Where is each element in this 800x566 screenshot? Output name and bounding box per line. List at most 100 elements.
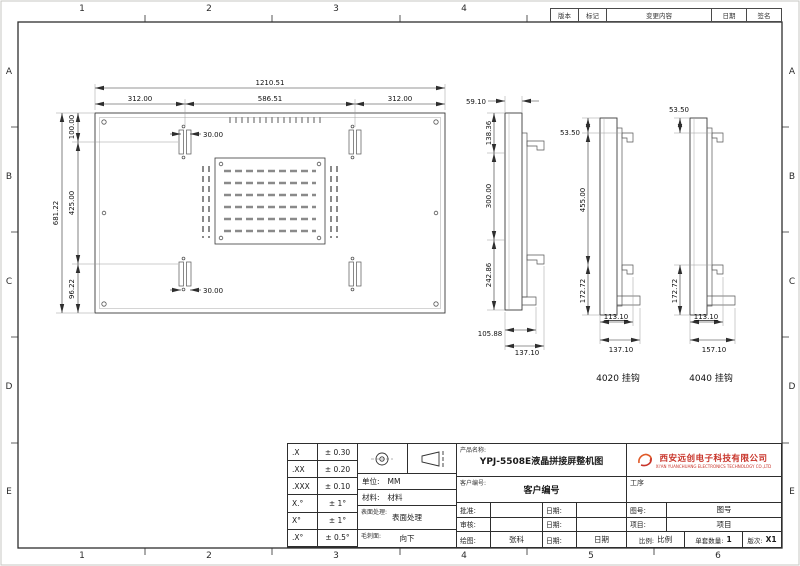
burr-label: 毛刺面:: [361, 533, 382, 540]
customer-no-cell: 客户编号: 客户编号: [457, 477, 626, 503]
rev-header-date: 日期: [712, 9, 747, 21]
tolerance-label: .XXX: [288, 478, 318, 496]
tolerance-label: .X°: [288, 529, 318, 547]
dim-4020-top: 53.50: [560, 129, 580, 137]
company-name-cn: 西安远创电子科技有限公司: [659, 453, 768, 464]
dim-4040-top: 53.50: [669, 106, 689, 114]
rev-header-version: 版本: [551, 9, 579, 21]
grid-col-label: 4: [461, 4, 467, 14]
grid-row-label: E: [789, 487, 795, 497]
dim-width-left: 312.00: [128, 95, 153, 103]
surface-value: 表面处理: [392, 513, 422, 522]
hook-4040-label: 4040 挂钩: [689, 372, 733, 384]
drawing-no-value: 图号: [716, 505, 732, 515]
approve-row: 批准: 日期:: [457, 502, 626, 518]
date-value: 日期: [594, 535, 609, 545]
rev-value: X1: [765, 535, 777, 545]
unit-value: MM: [387, 477, 401, 486]
material-value: 材料: [387, 493, 403, 502]
drawing-no-row: 图号: 图号: [627, 502, 781, 518]
grid-row-label: C: [788, 277, 796, 287]
scale-value: 比例: [657, 535, 673, 545]
review-label: 审核:: [457, 517, 491, 532]
scale-label: 比例:: [638, 536, 655, 545]
tolerance-label: .XX: [288, 461, 318, 479]
draw-row: 绘图: 张科 日期: 日期: [457, 532, 626, 547]
grid-row-label: D: [788, 382, 796, 392]
grid-col-label: 5: [588, 551, 594, 561]
dim-bracket-top: 30.00: [203, 131, 223, 139]
grid-row-label: A: [5, 67, 13, 77]
title-block-right: 西安远创电子科技有限公司 XI'AN YUANCHUANG ELECTRONIC…: [626, 444, 781, 547]
grid-col-label: 3: [333, 4, 339, 14]
project-value: 项目: [716, 519, 732, 529]
hook-4020-label: 4020 挂钩: [596, 372, 640, 384]
dim-side-seg-mid: 300.00: [485, 184, 493, 209]
project-label: 项目:: [627, 517, 667, 532]
product-name-cell: 产品名称: YPJ-5508E液晶拼接屏整机图: [457, 444, 626, 478]
grid-row-label: A: [788, 67, 796, 77]
dim-4040-depth-inner: 113.10: [694, 313, 719, 321]
approve-value: [491, 502, 543, 517]
grid-row-label: C: [5, 277, 13, 287]
vent-columns: [202, 166, 338, 238]
tolerance-label: X°: [288, 512, 318, 530]
dim-height-mid: 425.00: [68, 191, 76, 216]
customer-no: 客户编号: [523, 486, 560, 497]
dim-side-depth-inner: 105.88: [478, 330, 503, 338]
dim-4020-span: 455.00: [579, 188, 587, 213]
rev-cell: 版次: X1: [743, 532, 781, 547]
dim-height-total: 681.22: [52, 201, 60, 226]
front-view-dimensions: 1210.51 312.00 586.51 312.00 30.00 30.00…: [52, 79, 446, 314]
drawing-no-label: 图号:: [627, 502, 667, 517]
process-label: 工序: [630, 479, 644, 488]
tolerance-value: ± 1°: [318, 495, 358, 513]
front-view: [94, 112, 446, 314]
qty-label: 单套数量:: [695, 536, 724, 545]
company-logo: 西安远创电子科技有限公司 XI'AN YUANCHUANG ELECTRONIC…: [627, 444, 781, 478]
review-value: [491, 517, 543, 532]
surface-label: 表面处理:: [361, 509, 388, 516]
grid-row-label: E: [6, 487, 12, 497]
tolerance-right-panel: 单位: MM 材料: 材料 表面处理: 表面处理 毛刺面: 向下: [358, 444, 456, 547]
dim-4020-bottom: 172.72: [579, 279, 587, 304]
tolerance-value: ± 0.20: [318, 461, 358, 479]
dim-4020-depth-overall: 137.10: [609, 346, 634, 354]
grid-col-label: 2: [206, 551, 212, 561]
draw-value: 张科: [491, 532, 543, 547]
customer-no-label: 客户编号:: [460, 480, 487, 488]
dim-bracket-bottom: 30.00: [203, 287, 223, 295]
grid-col-label: 3: [333, 551, 339, 561]
date-label: 日期:: [543, 502, 577, 517]
hook-4020-view: 53.50 455.00 172.72 113.10 137.10 4020 挂…: [560, 117, 641, 384]
vesa-plate: [214, 157, 326, 245]
material-label: 材料:: [362, 493, 380, 502]
rev-header-mark: 标记: [579, 9, 607, 21]
rev-label: 版次:: [747, 536, 763, 545]
review-row: 审核: 日期:: [457, 517, 626, 533]
date-value: [577, 518, 626, 532]
grid-row-label: D: [5, 382, 13, 392]
dim-side-depth: 59.10: [466, 98, 486, 106]
product-name-label: 产品名称:: [460, 447, 487, 454]
top-vent-ticks: [229, 117, 321, 123]
unit-row: 单位: MM: [358, 474, 456, 490]
dim-4040-depth-overall: 157.10: [702, 346, 727, 354]
scale-cell: 比例: 比例: [627, 532, 685, 547]
tolerance-value: ± 0.30: [318, 444, 358, 462]
tolerance-value: ± 1°: [318, 512, 358, 530]
title-block-middle: 产品名称: YPJ-5508E液晶拼接屏整机图 客户编号: 客户编号 批准: 日…: [456, 444, 626, 547]
title-block: 单位: MM 材料: 材料 表面处理: 表面处理 毛刺面: 向下 .X ± 0.…: [287, 443, 782, 548]
projection-circle-icon: [358, 444, 408, 473]
surface-row: 表面处理: 表面处理: [358, 506, 456, 530]
dim-width-center: 586.51: [258, 95, 283, 103]
grid-row-label: B: [5, 172, 13, 182]
tolerance-label: X.°: [288, 495, 318, 513]
dim-4040-bottom: 172.72: [671, 279, 679, 304]
dim-side-seg-bottom: 242.86: [485, 262, 493, 287]
tolerance-value: ± 0.10: [318, 478, 358, 496]
grid-col-label: 1: [79, 4, 85, 14]
dim-side-seg-top: 138.36: [485, 120, 493, 145]
hook-4040-view: 53.50 172.72 113.10 157.10 4040 挂钩: [669, 106, 736, 384]
